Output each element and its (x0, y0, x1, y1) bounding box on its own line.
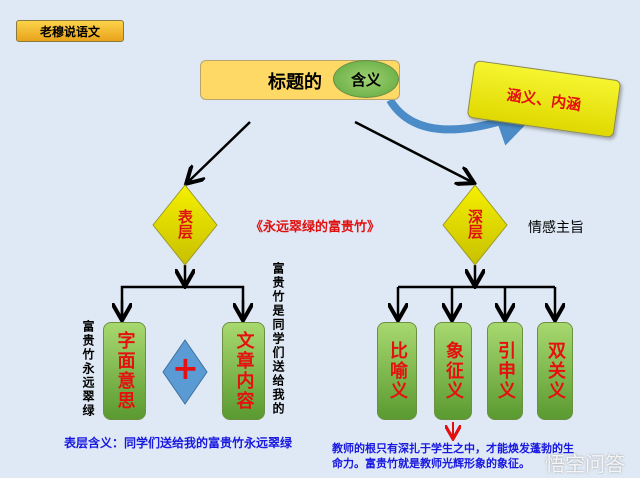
keyword-ellipse: 含义 (333, 60, 399, 98)
deep-diamond (442, 184, 508, 266)
title-text: 标题的 (268, 72, 322, 93)
surface-label: 表层 (176, 209, 194, 239)
literal-box: 字面意思 (103, 322, 146, 420)
extended-box: 引申义 (487, 322, 523, 420)
book-title: 《永远翠绿的富贵竹》 (250, 220, 381, 235)
right-note: 富贵竹是同学们送给我的 (271, 262, 285, 416)
content-box: 文章内容 (222, 322, 265, 420)
plus-diamond (162, 339, 208, 405)
plus-icon: + (172, 349, 199, 387)
deep-summary-2: 命力。富贵竹就是教师光辉形象的象征。 (332, 457, 530, 470)
surface-diamond (152, 184, 218, 266)
theme-label: 情感主旨 (528, 220, 584, 236)
watermark: 悟空问答 (545, 452, 625, 476)
pun-box: 双关义 (537, 322, 573, 420)
brand-label: 老穆说语文 (16, 20, 124, 42)
metaphor-box: 比喻义 (377, 322, 417, 420)
deep-summary-1: 教师的根只有深扎于学生之中，才能焕发蓬勃的生 (332, 442, 574, 455)
deep-label: 深层 (466, 209, 484, 239)
left-note: 富贵竹永远翠绿 (81, 320, 95, 418)
symbol-box: 象征义 (434, 322, 472, 420)
surface-summary: 表层含义：同学们送给我的富贵竹永远翠绿 (64, 436, 293, 450)
